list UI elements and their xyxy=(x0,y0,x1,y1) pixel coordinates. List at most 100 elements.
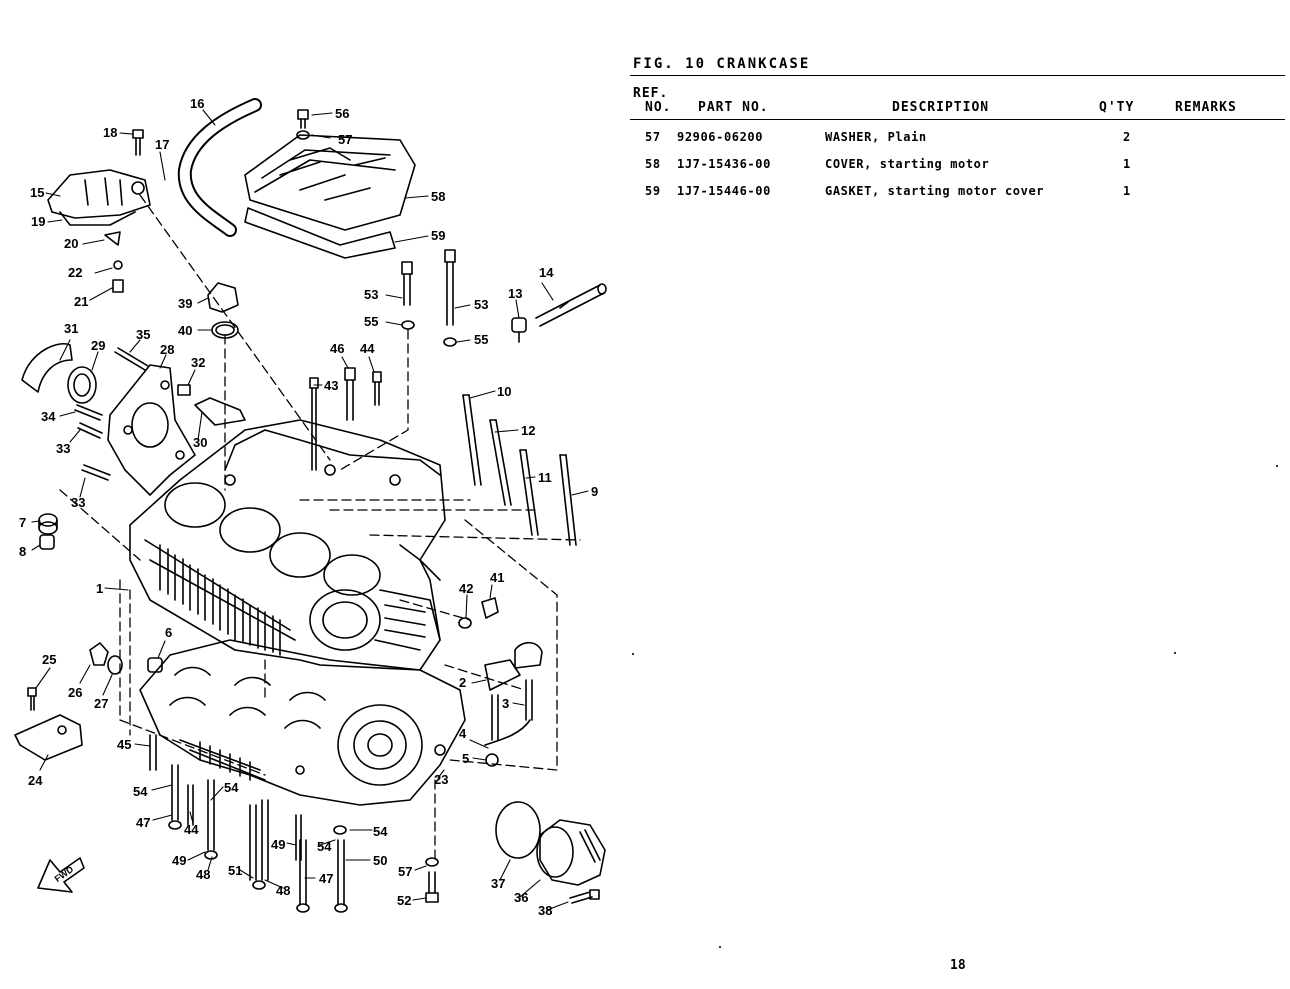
callout-19: 19 xyxy=(31,214,46,229)
plate-24 xyxy=(14,687,83,761)
figure-title: FIG. 10 CRANKCASE xyxy=(633,56,811,72)
header-part-no: PART NO. xyxy=(698,100,769,115)
header-qty: Q'TY xyxy=(1099,100,1135,115)
breather-hose xyxy=(177,98,262,237)
oring-37 xyxy=(495,801,541,859)
callout-57: 57 xyxy=(338,132,353,147)
header-ref-line1: REF. xyxy=(633,86,669,101)
callout-24: 24 xyxy=(28,773,43,788)
callout-27: 27 xyxy=(94,696,109,711)
callout-42: 42 xyxy=(459,581,474,596)
plug-26-gasket-27 xyxy=(89,642,123,675)
row-ref: 57 xyxy=(645,130,661,144)
studs-46-44-43 xyxy=(309,367,382,471)
callout-47b: 47 xyxy=(319,871,334,886)
row-part-no: 92906-06200 xyxy=(677,130,764,144)
plug-41-42 xyxy=(458,597,499,629)
header-description: DESCRIPTION xyxy=(892,100,990,115)
scan-speck xyxy=(719,946,721,948)
page-number: 18 xyxy=(950,958,966,973)
callout-9: 9 xyxy=(591,484,599,499)
callout-54b: 54 xyxy=(224,780,239,795)
callout-55b: 55 xyxy=(474,332,489,347)
leader-lines xyxy=(31,109,589,911)
callout-38: 38 xyxy=(538,903,553,918)
washer-57-bolt-52 xyxy=(425,857,439,903)
callout-40: 40 xyxy=(178,323,193,338)
lower-crankcase xyxy=(139,639,466,806)
callout-44-bottom: 44 xyxy=(184,822,199,837)
callout-45: 45 xyxy=(117,737,132,752)
bolts-35-34-33 xyxy=(74,347,149,481)
callout-13: 13 xyxy=(508,286,523,301)
scan-speck xyxy=(1174,652,1176,654)
bolt-18 xyxy=(132,129,144,156)
studs-53 xyxy=(401,249,457,347)
dowel-32-and-clip-30 xyxy=(177,384,246,426)
callout-33b: 33 xyxy=(71,495,86,510)
callout-51: 51 xyxy=(228,863,243,878)
starter-motor-cover xyxy=(244,134,416,231)
row-ref: 59 xyxy=(645,184,661,198)
bearing-caps xyxy=(484,641,543,767)
header-remarks: REMARKS xyxy=(1175,100,1237,115)
diagram-drawing xyxy=(14,98,607,913)
crankcase-exploded-diagram: FWD 56 57 16 18 17 15 19 58 59 20 22 21 … xyxy=(0,0,620,989)
callout-4: 4 xyxy=(459,726,467,741)
callout-5: 5 xyxy=(462,751,470,766)
callout-43: 43 xyxy=(324,378,339,393)
row-qty: 1 xyxy=(1123,157,1131,171)
callout-3: 3 xyxy=(502,696,510,711)
bearing-29 xyxy=(67,366,97,404)
callout-48a: 48 xyxy=(196,867,211,882)
row-description: GASKET, starting motor cover xyxy=(825,184,1045,198)
callout-44-top: 44 xyxy=(360,341,375,356)
scan-speck xyxy=(632,653,634,655)
callout-54a: 54 xyxy=(133,784,148,799)
callout-28: 28 xyxy=(160,342,175,357)
bolt-56 xyxy=(296,109,310,140)
header-ref-line2: NO. xyxy=(645,100,672,115)
callout-48b: 48 xyxy=(276,883,291,898)
row-part-no: 1J7-15436-00 xyxy=(677,157,771,171)
callout-41: 41 xyxy=(490,570,505,585)
callout-59: 59 xyxy=(431,228,446,243)
callout-36: 36 xyxy=(514,890,529,905)
title-rule xyxy=(630,75,1285,76)
callout-20: 20 xyxy=(64,236,79,251)
callout-49a: 49 xyxy=(172,853,187,868)
callout-58: 58 xyxy=(431,189,446,204)
dowel-6 xyxy=(147,657,163,673)
callout-50: 50 xyxy=(373,853,388,868)
callout-39: 39 xyxy=(178,296,193,311)
callout-52: 52 xyxy=(397,893,412,908)
callout-54c: 54 xyxy=(373,824,388,839)
assembly-guide-lines xyxy=(59,194,581,861)
callout-33a: 33 xyxy=(56,441,71,456)
callout-7: 7 xyxy=(19,515,27,530)
callout-15: 15 xyxy=(30,185,45,200)
callout-49b: 49 xyxy=(271,837,286,852)
callout-57-bottom: 57 xyxy=(398,864,413,879)
bolt-38 xyxy=(569,889,600,904)
callout-23: 23 xyxy=(434,772,449,787)
callout-12: 12 xyxy=(521,423,536,438)
callout-29: 29 xyxy=(91,338,106,353)
small-fittings xyxy=(104,231,124,293)
upper-crankcase xyxy=(129,419,446,671)
callout-22: 22 xyxy=(68,265,83,280)
callout-26: 26 xyxy=(68,685,83,700)
callout-34: 34 xyxy=(41,409,56,424)
callout-11: 11 xyxy=(538,470,552,485)
row-ref: 58 xyxy=(645,157,661,171)
callout-46: 46 xyxy=(330,341,345,356)
callout-47a: 47 xyxy=(136,815,151,830)
row-part-no: 1J7-15446-00 xyxy=(677,184,771,198)
callout-21: 21 xyxy=(74,294,89,309)
callout-35: 35 xyxy=(136,327,151,342)
callout-1: 1 xyxy=(96,581,104,596)
row-qty: 2 xyxy=(1123,130,1131,144)
callout-10: 10 xyxy=(497,384,512,399)
callout-30: 30 xyxy=(193,435,208,450)
cover-36 xyxy=(536,819,606,886)
